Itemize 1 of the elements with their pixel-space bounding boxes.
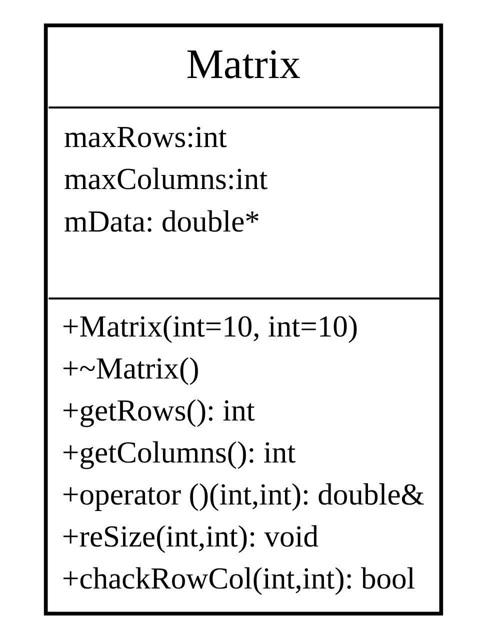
node-box: Matrix maxRows:int maxColumns:int mData: double* +Matrix(int=10, int=10) +~Matrix() +getRows(): int +getColumns(): int +operator ()(int,int): double& +reSize(int,int): void +chackRowCol(int,int): bool — [43, 23, 443, 616]
